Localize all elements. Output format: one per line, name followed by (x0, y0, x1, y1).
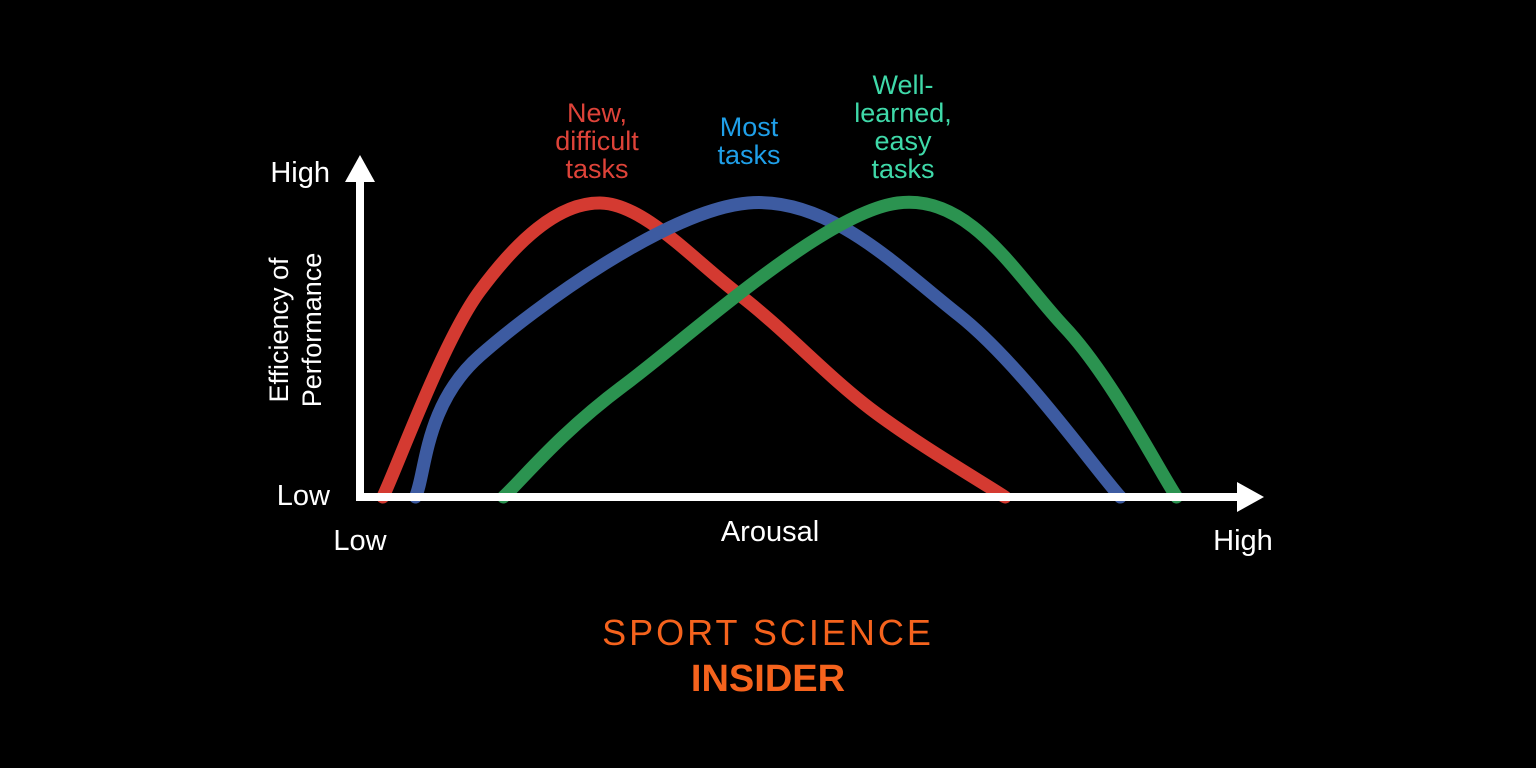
y-axis-title: Efficiency of Performance (264, 252, 327, 408)
y-axis-arrowhead (345, 155, 375, 182)
curve-new-difficult-tasks (376, 196, 1012, 504)
curve-label-new-difficult-tasks: New, difficult tasks (555, 98, 639, 184)
axes-group (345, 155, 1264, 512)
brand-title: SPORT SCIENCE (602, 612, 934, 653)
curve-label-most-tasks: Most tasks (717, 112, 781, 170)
performance-curves-group (376, 195, 1184, 504)
curve-label-well-learned-easy-tasks: Well- learned, easy tasks (854, 70, 952, 184)
y-axis-high-label: High (270, 157, 330, 189)
x-axis-high-label: High (1213, 525, 1273, 557)
curve-most-tasks (408, 196, 1127, 504)
y-axis-low-label: Low (276, 480, 330, 512)
x-axis-low-label: Low (333, 525, 387, 557)
x-axis-title: Arousal (720, 516, 820, 548)
x-axis-arrowhead (1237, 482, 1264, 512)
brand-subtitle: INSIDER (690, 658, 846, 700)
curve-well-learned-easy-tasks (496, 195, 1184, 504)
